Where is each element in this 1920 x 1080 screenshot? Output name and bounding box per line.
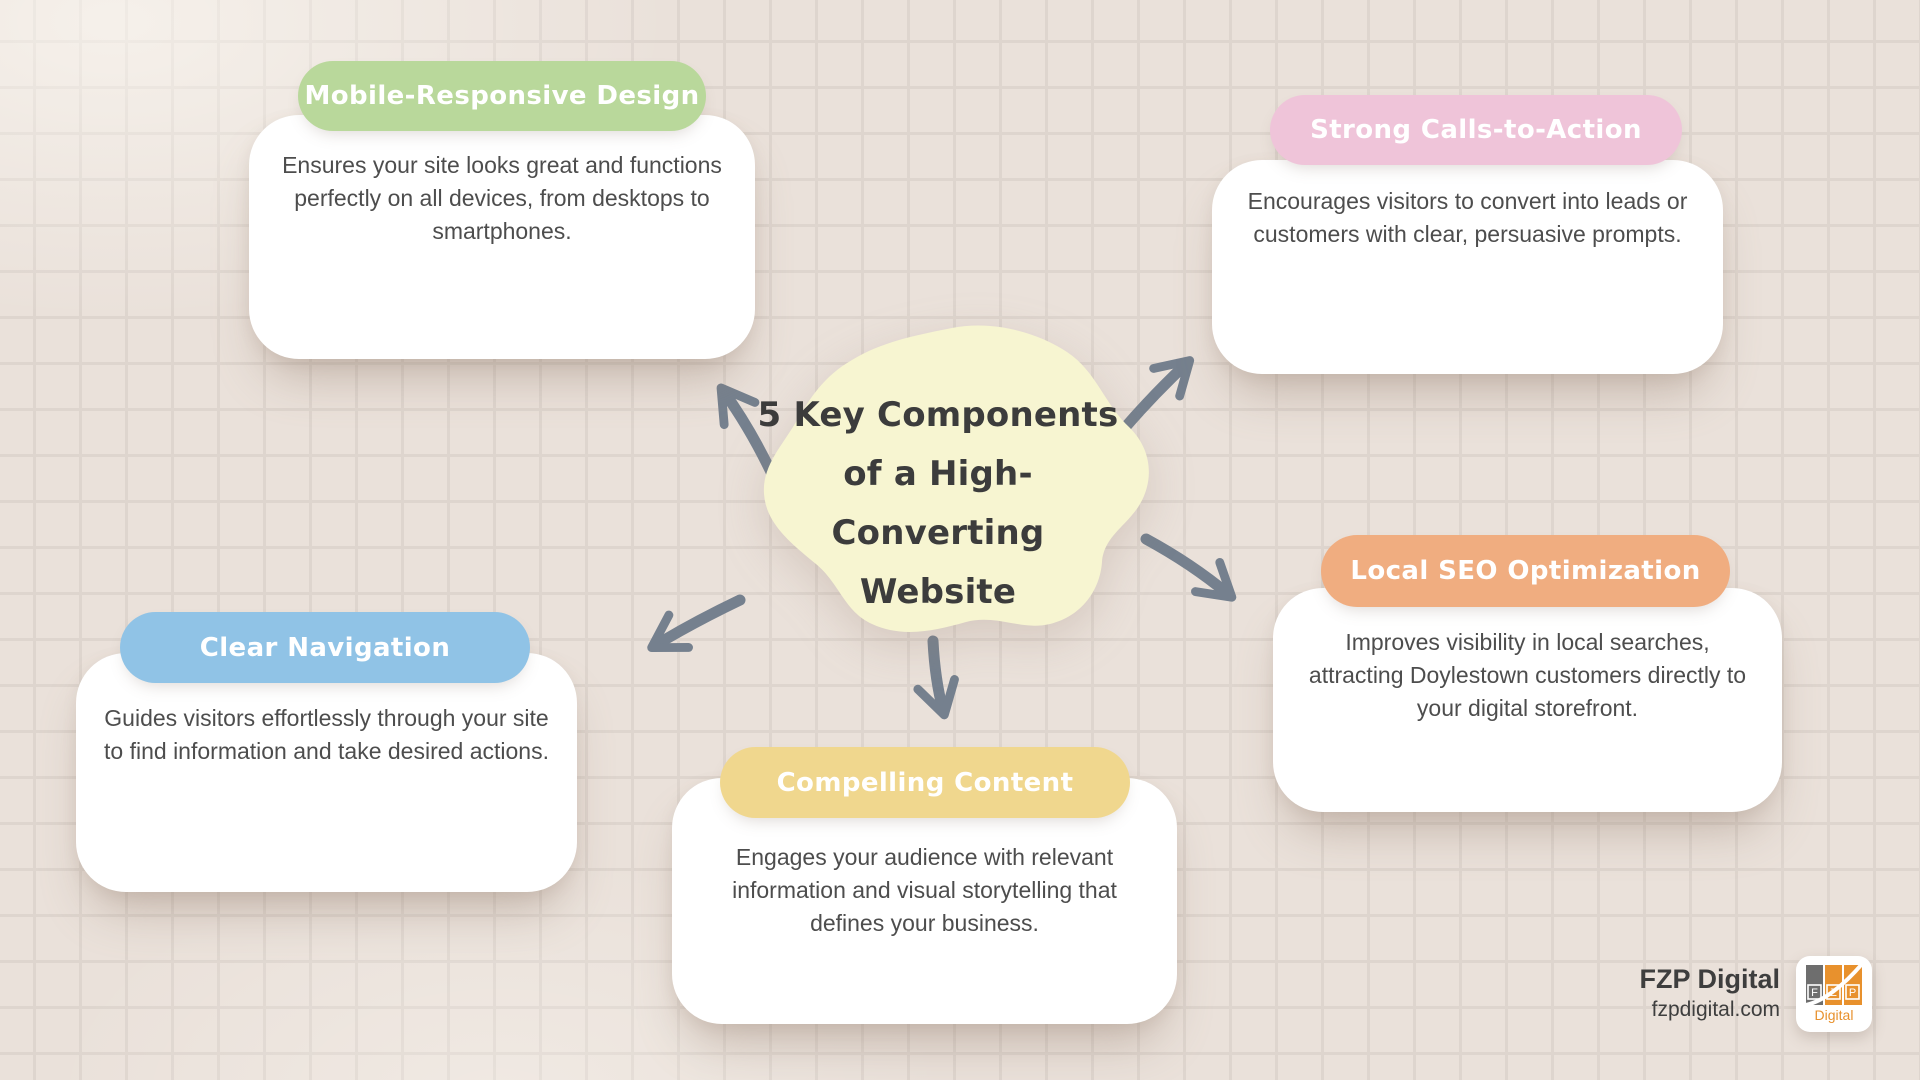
central-topic-blob: 5 Key Components of a High- Converting W… <box>752 318 1152 648</box>
card-strong-calls-to-action: Encourages visitors to convert into lead… <box>1212 160 1723 374</box>
card-body-local-seo-optimization: Improves visibility in local searches, a… <box>1308 629 1747 721</box>
pill-label: Compelling Content <box>776 767 1074 798</box>
card-clear-navigation: Guides visitors effortlessly through you… <box>76 653 577 892</box>
card-body-mobile-responsive-design: Ensures your site looks great and functi… <box>282 152 722 244</box>
brand-website: fzpdigital.com <box>1651 998 1780 1021</box>
pill-label: Strong Calls-to-Action <box>1310 115 1642 145</box>
pill-label: Mobile-Responsive Design <box>304 81 700 111</box>
card-body-compelling-content: Engages your audience with relevant info… <box>732 844 1117 936</box>
brand-footer: FZP Digital fzpdigital.com F Z P D <box>1630 956 1872 1032</box>
pill-label: Clear Navigation <box>199 632 451 663</box>
logo-letter-p: P <box>1849 987 1856 999</box>
logo-letter-f: F <box>1811 987 1818 999</box>
central-title-line: 5 Key Components <box>757 395 1119 435</box>
logo-subtext: Digital <box>1815 1007 1854 1023</box>
card-compelling-content: Engages your audience with relevant info… <box>672 778 1177 1024</box>
fzp-digital-logo: F Z P Digital <box>1796 956 1872 1032</box>
card-body-clear-navigation: Guides visitors effortlessly through you… <box>104 705 549 764</box>
pill-clear-navigation: Clear Navigation <box>120 612 530 683</box>
pill-strong-calls-to-action: Strong Calls-to-Action <box>1270 95 1682 165</box>
central-title-line: Converting Website <box>831 513 1045 612</box>
card-body-strong-calls-to-action: Encourages visitors to convert into lead… <box>1247 188 1688 247</box>
arrow-to-navigation-icon <box>647 594 746 653</box>
brand-name: FZP Digital <box>1639 964 1780 994</box>
pill-local-seo-optimization: Local SEO Optimization <box>1321 535 1730 607</box>
central-title: 5 Key Components of a High- Converting W… <box>752 318 1152 648</box>
card-mobile-responsive-design: Ensures your site looks great and functi… <box>249 115 755 359</box>
pill-label: Local SEO Optimization <box>1350 556 1701 586</box>
blob-shape <box>763 325 1149 632</box>
card-local-seo-optimization: Improves visibility in local searches, a… <box>1273 588 1782 812</box>
arrow-to-content-icon <box>913 635 959 720</box>
logo-swoosh <box>1805 963 1864 1007</box>
fzp-logo-icon: F Z P Digital <box>1805 963 1864 1023</box>
central-title-line: of a High- <box>843 454 1033 494</box>
logo-letter-z: Z <box>1830 987 1837 999</box>
pill-compelling-content: Compelling Content <box>720 747 1130 818</box>
pill-mobile-responsive-design: Mobile-Responsive Design <box>298 61 706 131</box>
arrow-to-seo-icon <box>1140 533 1237 602</box>
